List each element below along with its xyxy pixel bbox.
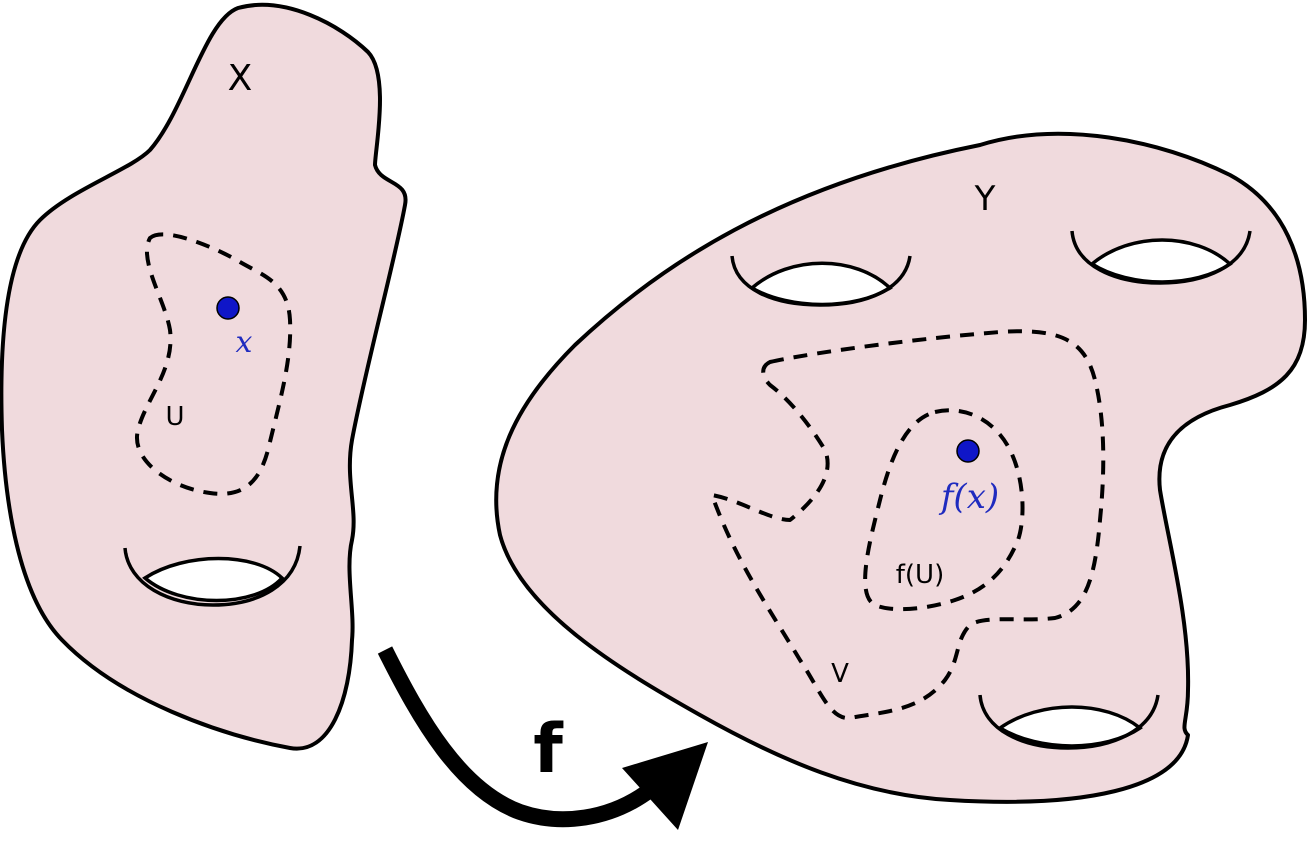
- neighborhood-v: [710, 329, 1106, 721]
- map-f-label: f: [533, 710, 564, 789]
- curved-arrow-icon: [377, 646, 708, 830]
- space-y: Y f(U) V f(x): [494, 131, 1307, 804]
- neighborhood-v-label: V: [831, 659, 849, 689]
- point-x: [216, 296, 240, 320]
- image-set-fu-label: f(U): [896, 560, 944, 590]
- hole-y-3: [978, 694, 1160, 750]
- point-fx: [956, 439, 980, 463]
- space-y-surface: [494, 131, 1307, 804]
- space-x: X U x: [0, 2, 408, 751]
- image-set-fu: [863, 408, 1025, 612]
- point-x-label: x: [236, 325, 253, 360]
- map-f: f: [377, 646, 708, 830]
- hole-x-1: [123, 545, 302, 607]
- open-set-u: [134, 232, 293, 496]
- space-x-label: X: [228, 58, 253, 99]
- hole-y-1: [730, 255, 912, 307]
- space-y-label: Y: [974, 179, 996, 219]
- space-x-surface: [0, 2, 408, 751]
- hole-y-2: [1070, 230, 1252, 285]
- open-set-u-label: U: [165, 402, 184, 432]
- point-fx-label: f(x): [938, 477, 999, 517]
